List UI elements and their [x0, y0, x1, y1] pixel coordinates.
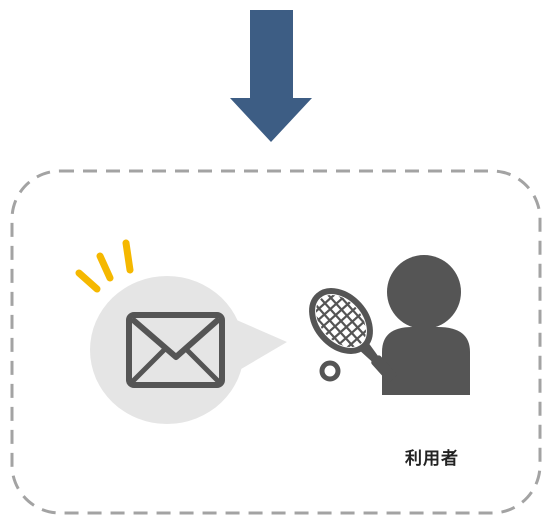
alert-marks-icon [75, 239, 134, 293]
user-label: 利用者 [405, 449, 459, 469]
tennis-racket-icon [306, 285, 397, 382]
tennis-ball-icon [319, 360, 341, 382]
down-arrow-icon [230, 10, 312, 142]
dashed-container [10, 169, 542, 515]
person-icon [382, 255, 470, 395]
envelope-icon [126, 312, 225, 388]
